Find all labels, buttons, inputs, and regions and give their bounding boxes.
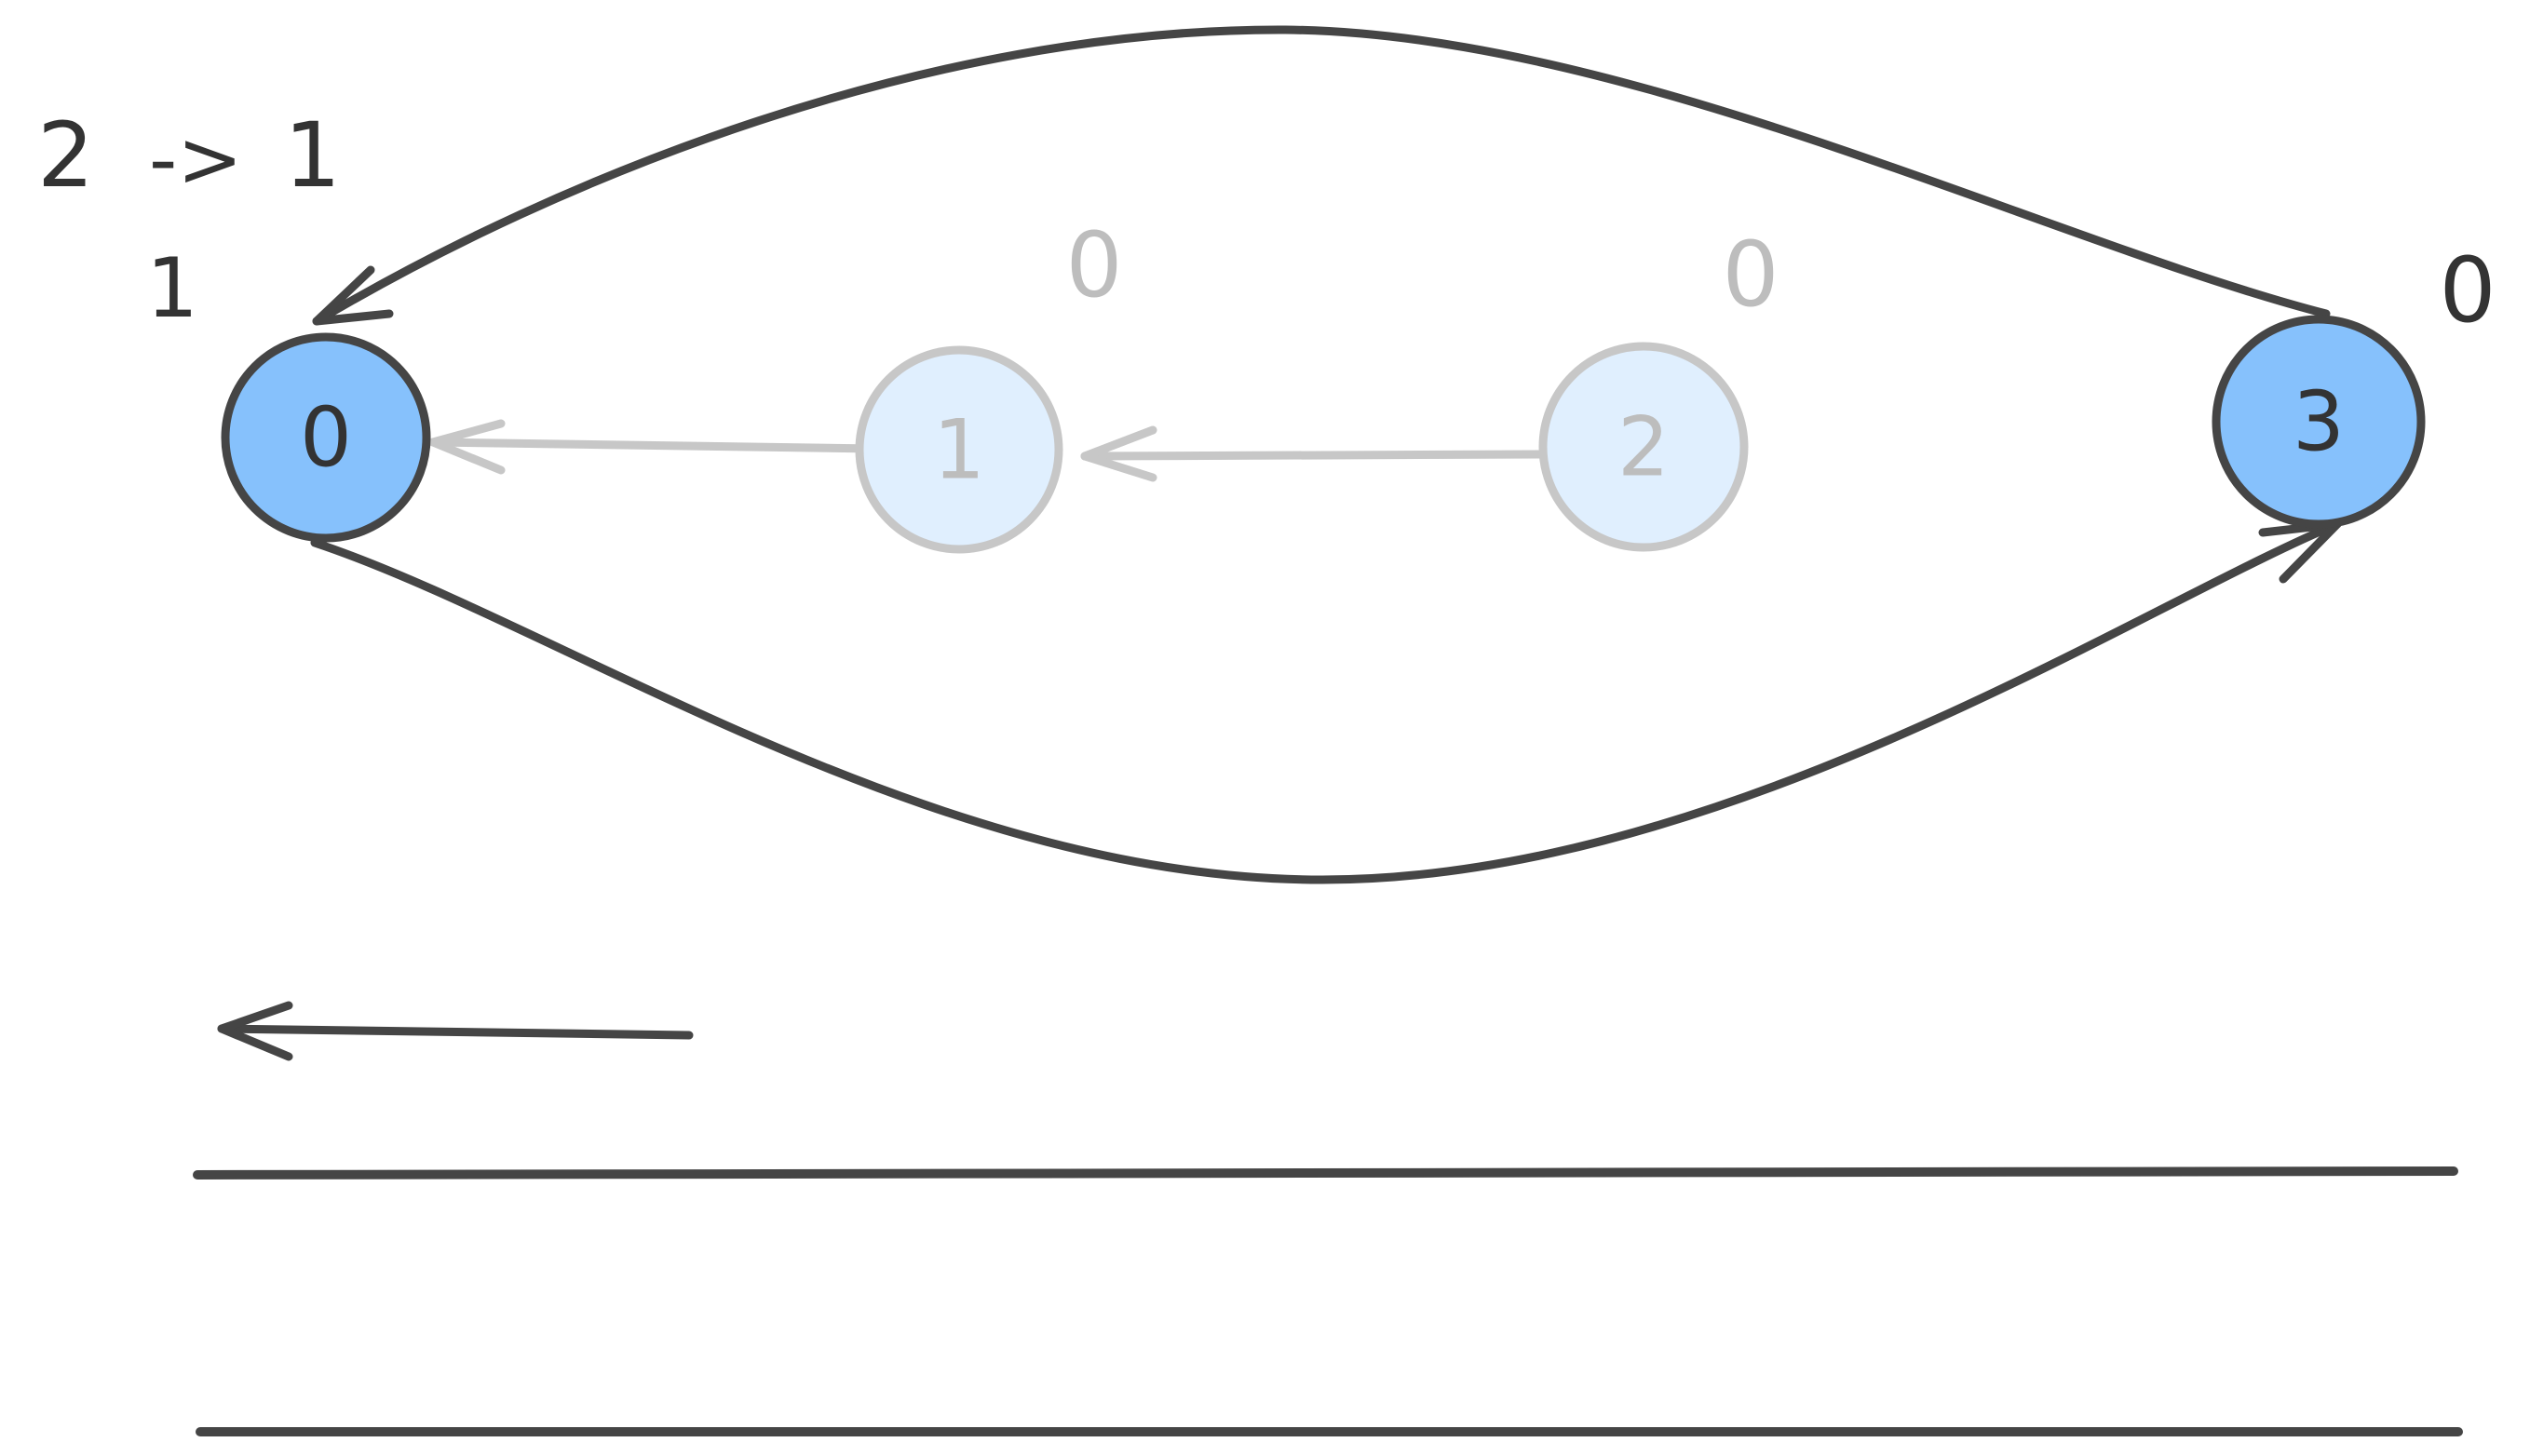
left-arrow	[217, 1001, 694, 1061]
edge-2-to-1-line	[1080, 450, 1550, 461]
edge-0-to-3	[310, 519, 2342, 884]
edge-3-to-0-arrowhead	[312, 265, 394, 326]
node-2-label: 2	[1617, 399, 1670, 495]
edge-1-to-0	[428, 419, 880, 475]
transition-to: 1	[284, 103, 341, 208]
node-3-label: 3	[2293, 374, 2345, 470]
node-1-count: 0	[1065, 213, 1122, 317]
edge-3-to-0	[312, 25, 2331, 326]
node-3-count: 0	[2439, 238, 2496, 343]
left-arrow-head	[217, 1001, 293, 1061]
edge-1-to-0-line	[428, 438, 880, 453]
node-3: 3 0	[2212, 238, 2496, 529]
node-0-label: 0	[300, 390, 352, 486]
node-3-circle	[2212, 315, 2426, 529]
node-0-count: 1	[146, 240, 198, 336]
transition-label: 2 -> 1	[37, 103, 341, 208]
edge-1-to-0-arrowhead	[428, 419, 506, 475]
node-2-circle	[1538, 342, 1749, 552]
edge-3-to-0-line	[312, 25, 2331, 326]
node-0-circle	[221, 332, 431, 543]
transition-from: 2	[37, 103, 94, 208]
node-1: 1 0	[855, 213, 1123, 554]
edge-2-to-1-arrowhead	[1080, 425, 1157, 482]
edge-2-to-1	[1080, 425, 1550, 482]
node-0: 0 1	[146, 240, 431, 543]
node-2: 2 0	[1538, 222, 1779, 552]
transition-arrow: ->	[149, 114, 243, 205]
left-arrow-line	[217, 1024, 694, 1040]
node-1-circle	[855, 345, 1063, 554]
divider-line-1	[193, 1166, 2458, 1180]
edge-0-to-3-line	[310, 519, 2342, 884]
node-2-count: 0	[1722, 222, 1779, 327]
node-1-label: 1	[933, 402, 985, 498]
